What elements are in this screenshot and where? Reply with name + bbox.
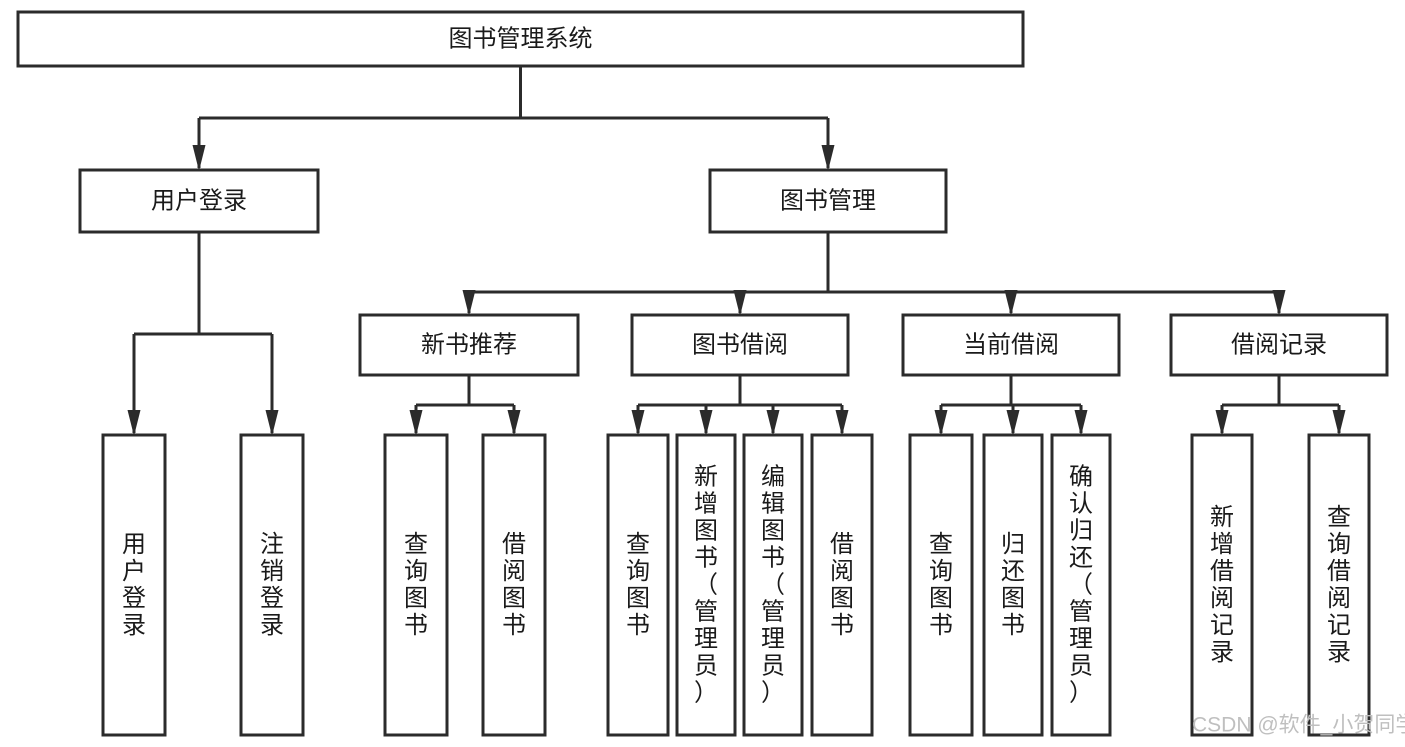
node-label: 注销登录 <box>260 531 284 639</box>
node-l-logout[interactable]: 注销登录 <box>239 433 305 737</box>
connector-group-root <box>192 66 835 171</box>
node-box <box>1190 433 1254 737</box>
node-label: 图书管理 <box>780 187 876 214</box>
node-n-current[interactable]: 当前借阅 <box>901 313 1121 377</box>
node-n-book-mgmt[interactable]: 图书管理 <box>708 168 948 234</box>
node-box <box>1307 433 1371 737</box>
node-box <box>606 433 670 737</box>
node-box <box>901 313 1121 377</box>
node-label: 新增图书（管理员） <box>694 464 718 707</box>
node-l-query-book-1[interactable]: 查询图书 <box>383 433 449 737</box>
node-label: 确认归还（管理员） <box>1069 464 1093 707</box>
node-box <box>1050 433 1112 737</box>
node-label: 用户登录 <box>122 531 146 639</box>
arrow-head-icon <box>192 145 206 171</box>
node-box <box>101 433 167 737</box>
node-l-confirm-return[interactable]: 确认归还（管理员） <box>1050 433 1112 737</box>
node-l-query-record[interactable]: 查询借阅记录 <box>1307 433 1371 737</box>
node-l-add-book[interactable]: 新增图书（管理员） <box>675 433 737 737</box>
node-l-borrow-book-2[interactable]: 借阅图书 <box>810 433 874 737</box>
node-label: 归还图书 <box>1001 531 1025 639</box>
node-l-query-book-2[interactable]: 查询图书 <box>606 433 670 737</box>
node-box <box>358 313 580 377</box>
arrow-head-icon <box>766 410 780 436</box>
node-boxes-layer: 图书管理系统用户登录图书管理新书推荐图书借阅当前借阅借阅记录用户登录注销登录查询… <box>16 10 1389 737</box>
node-l-add-record[interactable]: 新增借阅记录 <box>1190 433 1254 737</box>
node-label: 查询借阅记录 <box>1327 504 1351 666</box>
arrow-head-icon <box>127 410 141 436</box>
node-box <box>742 433 804 737</box>
node-box <box>675 433 737 737</box>
arrow-head-icon <box>265 410 279 436</box>
node-box <box>481 433 547 737</box>
arrow-head-icon <box>409 410 423 436</box>
node-box <box>908 433 974 737</box>
node-label: 借阅图书 <box>502 531 526 639</box>
node-label: 借阅记录 <box>1231 331 1327 358</box>
node-l-borrow-book-1[interactable]: 借阅图书 <box>481 433 547 737</box>
node-l-edit-book[interactable]: 编辑图书（管理员） <box>742 433 804 737</box>
arrow-head-icon <box>1332 410 1346 436</box>
arrow-head-icon <box>1215 410 1229 436</box>
arrow-head-icon <box>699 410 713 436</box>
connector-group-n-records <box>1215 375 1346 436</box>
arrow-head-icon <box>462 290 476 316</box>
connector-group-n-book-mgmt <box>462 232 1286 316</box>
node-label: 新增借阅记录 <box>1210 504 1234 666</box>
arrow-head-icon <box>733 290 747 316</box>
node-box <box>78 168 320 234</box>
node-label: 新书推荐 <box>421 331 517 358</box>
csdn-watermark: CSDN @软件_小贺同学 <box>1192 714 1405 737</box>
arrow-head-icon <box>835 410 849 436</box>
connector-group-n-user-login <box>127 232 279 436</box>
node-n-user-login[interactable]: 用户登录 <box>78 168 320 234</box>
node-root[interactable]: 图书管理系统 <box>16 10 1025 68</box>
node-l-query-book-3[interactable]: 查询图书 <box>908 433 974 737</box>
node-label: 借阅图书 <box>830 531 854 639</box>
connector-lines-layer <box>127 66 1346 436</box>
node-box <box>16 10 1025 68</box>
node-l-return-book[interactable]: 归还图书 <box>982 433 1044 737</box>
connector-group-n-current <box>934 375 1088 436</box>
node-label: 查询图书 <box>626 531 650 639</box>
node-label: 当前借阅 <box>963 331 1059 358</box>
arrow-head-icon <box>631 410 645 436</box>
arrow-head-icon <box>1006 410 1020 436</box>
node-box <box>239 433 305 737</box>
connector-group-n-new-rec <box>409 375 521 436</box>
node-label: 编辑图书（管理员） <box>761 464 785 707</box>
node-n-records[interactable]: 借阅记录 <box>1169 313 1389 377</box>
node-box <box>982 433 1044 737</box>
node-n-new-rec[interactable]: 新书推荐 <box>358 313 580 377</box>
arrow-head-icon <box>821 145 835 171</box>
node-box <box>1169 313 1389 377</box>
node-box <box>383 433 449 737</box>
node-label: 查询图书 <box>929 531 953 639</box>
node-label: 图书借阅 <box>692 331 788 358</box>
node-label: 查询图书 <box>404 531 428 639</box>
node-n-borrow[interactable]: 图书借阅 <box>630 313 850 377</box>
node-label: 图书管理系统 <box>449 25 593 52</box>
arrow-head-icon <box>1272 290 1286 316</box>
node-box <box>708 168 948 234</box>
arrow-head-icon <box>1004 290 1018 316</box>
arrow-head-icon <box>507 410 521 436</box>
arrow-head-icon <box>934 410 948 436</box>
node-box <box>630 313 850 377</box>
node-l-user-login[interactable]: 用户登录 <box>101 433 167 737</box>
node-box <box>810 433 874 737</box>
arrow-head-icon <box>1074 410 1088 436</box>
node-label: 用户登录 <box>151 187 247 214</box>
connector-group-n-borrow <box>631 375 849 436</box>
